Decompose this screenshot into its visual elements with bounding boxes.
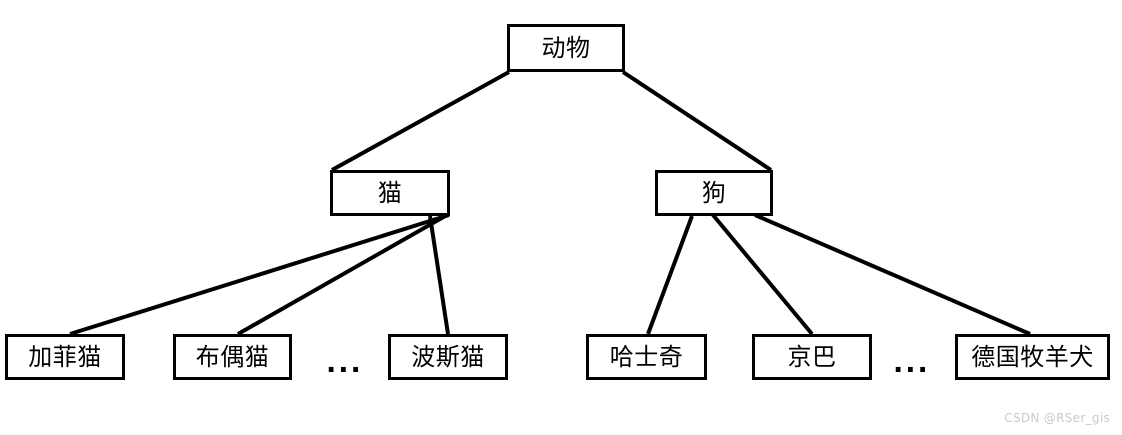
node-category-cat[interactable]: 猫 (330, 170, 450, 216)
node-label: 加菲猫 (28, 343, 102, 371)
edge-root-to-cat (331, 70, 510, 172)
ellipsis-cats: ... (326, 348, 363, 379)
node-label: 波斯猫 (411, 343, 485, 371)
node-leaf-husky[interactable]: 哈士奇 (586, 334, 707, 380)
edge-root-to-dog (621, 70, 773, 172)
node-label: 德国牧羊犬 (971, 343, 1094, 371)
edge-cat-to-ragdoll (237, 213, 448, 336)
node-label: 动物 (541, 34, 591, 62)
edge-dog-to-german-shepherd (754, 213, 1031, 336)
edge-cat-to-persian (428, 215, 450, 335)
node-label: 哈士奇 (609, 343, 684, 371)
node-leaf-pekingese[interactable]: 京巴 (752, 334, 872, 380)
node-leaf-german-shepherd[interactable]: 德国牧羊犬 (955, 334, 1110, 380)
watermark: CSDN @RSer_gis (1004, 411, 1110, 425)
node-label: 京巴 (787, 343, 837, 371)
node-category-dog[interactable]: 狗 (655, 170, 773, 216)
edge-dog-to-husky (646, 215, 694, 335)
edge-cat-to-garfield (69, 213, 450, 336)
node-label: 猫 (377, 179, 403, 207)
node-label: 布偶猫 (195, 343, 270, 371)
node-root-animal[interactable]: 动物 (507, 24, 625, 72)
edge-dog-to-pekingese (711, 213, 814, 336)
node-leaf-persian-cat[interactable]: 波斯猫 (388, 334, 508, 380)
node-leaf-garfield-cat[interactable]: 加菲猫 (5, 334, 125, 380)
node-label: 狗 (701, 179, 727, 207)
ellipsis-dogs: ... (893, 348, 930, 379)
node-leaf-ragdoll-cat[interactable]: 布偶猫 (173, 334, 292, 380)
